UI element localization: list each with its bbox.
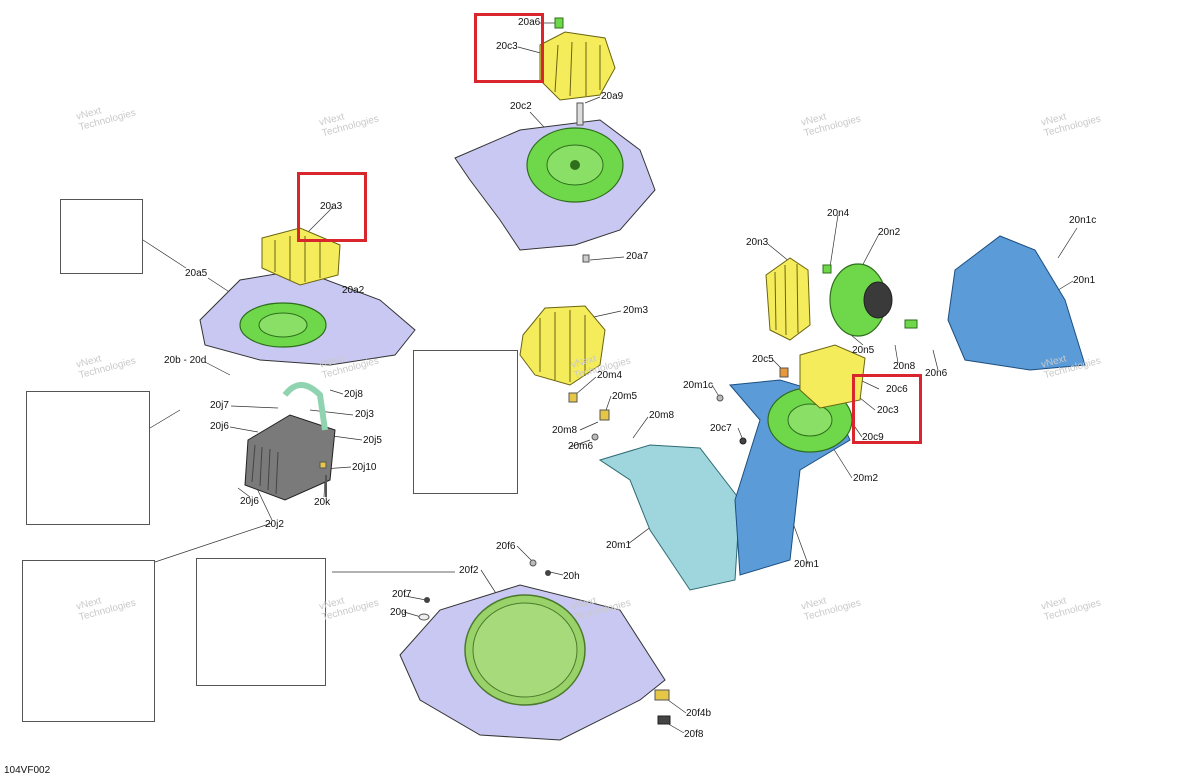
part-label: 20f7	[392, 589, 412, 600]
part-label: 20c9	[862, 432, 884, 443]
part-label: 20j10	[352, 462, 377, 473]
part-label: 20b - 20d	[164, 355, 207, 366]
inset-grille-detail	[60, 199, 143, 274]
part-label: 20m3	[623, 305, 649, 316]
inset-amplifier-detail	[413, 350, 518, 494]
part-label: 20c3	[877, 405, 899, 416]
part-label: 20f2	[459, 565, 479, 576]
part-label: 20n8	[893, 361, 916, 372]
part-label: 20j8	[344, 389, 363, 400]
part-label: 20c7	[710, 423, 732, 434]
part-label: 20a5	[185, 268, 208, 279]
part-label: 20n4	[827, 208, 850, 219]
top-enclosure-group	[454, 17, 656, 263]
part-label: 20j5	[363, 435, 382, 446]
part-label: 20n1	[1073, 275, 1096, 286]
part-label: 20a2	[342, 285, 365, 296]
highlight-box-20c3-top	[474, 13, 544, 83]
part-label: 20k	[314, 497, 331, 508]
bottom-subwoofer-group	[399, 559, 671, 741]
part-label: 20j7	[210, 400, 229, 411]
part-label: 20a3	[320, 201, 343, 212]
part-label: 20j3	[355, 409, 374, 420]
part-label: 20c3	[496, 41, 518, 52]
part-label: 20n6	[925, 368, 948, 379]
inset-subwoofer-detail	[196, 558, 326, 686]
inset-amplifier-alt-detail	[22, 560, 155, 722]
part-label: 20m1	[794, 559, 820, 570]
part-label: 20c6	[886, 384, 908, 395]
part-label: 20a9	[601, 91, 624, 102]
part-label: 20m8	[552, 425, 578, 436]
part-label: 20m2	[853, 473, 879, 484]
part-label: 20m1c	[683, 380, 714, 391]
highlight-box-20c3-right	[852, 374, 922, 444]
part-label: 20j6	[240, 496, 259, 507]
part-label: 20n2	[878, 227, 901, 238]
part-label: 20f4b	[686, 708, 712, 719]
part-label: 20h	[563, 571, 580, 582]
amplifier-group	[244, 382, 336, 501]
part-label: 20n3	[746, 237, 769, 248]
right-n-group	[716, 235, 1086, 445]
part-label: 20f6	[496, 541, 516, 552]
highlight-box-20a3	[297, 172, 367, 242]
part-label: 20m4	[597, 370, 623, 381]
drawing-reference-code: 104VF002	[4, 765, 51, 776]
part-label: 20c2	[510, 101, 532, 112]
part-label: 20m5	[612, 391, 638, 402]
part-label: 20n1c	[1069, 215, 1097, 226]
part-label: 20g	[390, 607, 407, 618]
part-label: 20m8	[649, 410, 675, 421]
part-label: 20j6	[210, 421, 229, 432]
part-label: 20m1	[606, 540, 632, 551]
inset-bracket-detail	[26, 391, 150, 525]
part-label: 20m6	[568, 441, 594, 452]
part-label: 20j2	[265, 519, 284, 530]
part-label: 20a6	[518, 17, 541, 28]
left-enclosure-group	[199, 227, 416, 366]
part-label: 20f8	[684, 729, 704, 740]
part-label: 20n5	[852, 345, 875, 356]
part-label: 20c5	[752, 354, 774, 365]
part-label: 20a7	[626, 251, 649, 262]
